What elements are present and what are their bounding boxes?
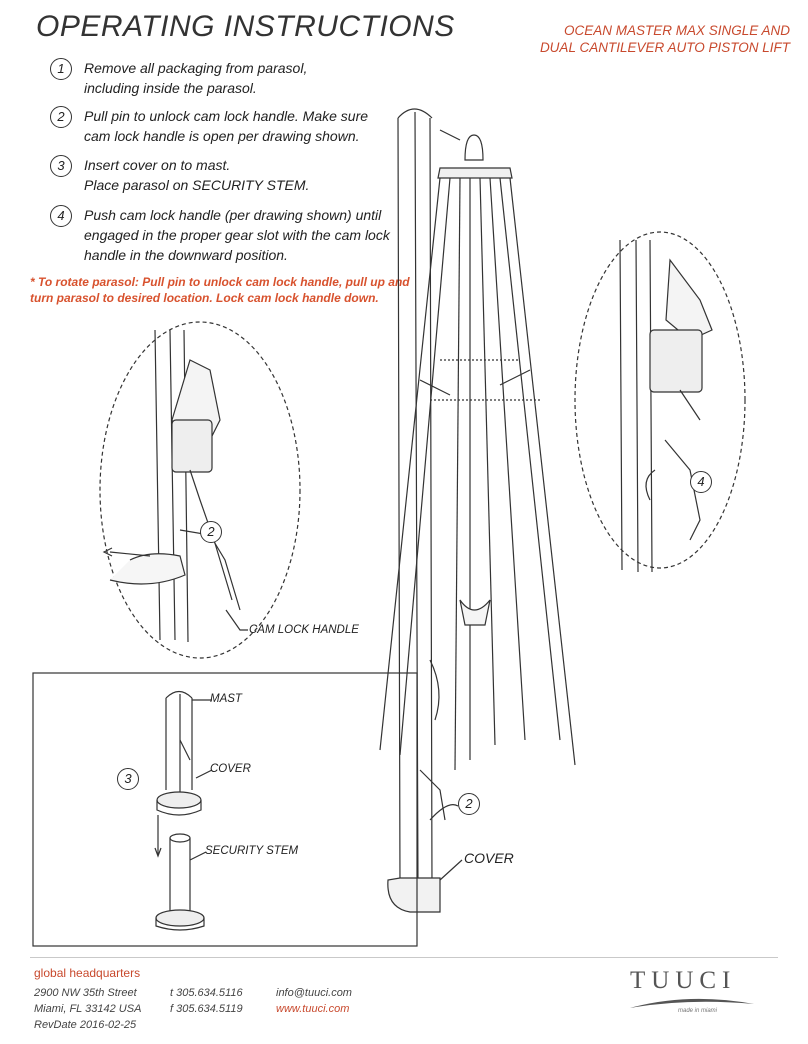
step-text: Remove all packaging from parasol, inclu…	[84, 58, 307, 98]
phone-number: t 305.634.5116	[170, 987, 243, 999]
step-line: cam lock handle is open per drawing show…	[84, 128, 360, 144]
subtitle-line-2: DUAL CANTILEVER AUTO PISTON LIFT	[539, 40, 790, 55]
footer-divider	[30, 957, 778, 958]
tuuci-logo: TUUCI	[630, 967, 737, 994]
logo-tagline: made in miami	[678, 1008, 718, 1014]
step-number: 3	[50, 155, 72, 177]
logo-swoosh-icon	[630, 998, 754, 1008]
cam-lock-handle-label: CAM LOCK HANDLE	[249, 624, 359, 636]
email-link[interactable]: info@tuuci.com	[276, 987, 352, 999]
fax-number: f 305.634.5119	[170, 1003, 243, 1015]
step-line: Remove all packaging from parasol,	[84, 60, 308, 76]
product-subtitle: OCEAN MASTER MAX SINGLE AND DUAL CANTILE…	[540, 22, 790, 56]
step-line: Insert cover on to mast.	[84, 157, 231, 173]
assembly-illustration	[32, 108, 746, 947]
note-line: * To rotate parasol: Pull pin to unlock …	[30, 275, 410, 289]
cover-label-main: COVER	[464, 850, 514, 866]
callout-2-detail: 2	[200, 521, 222, 543]
footer-phone: t 305.634.5116 f 305.634.5119	[170, 985, 243, 1017]
website-link[interactable]: www.tuuci.com	[276, 1003, 350, 1015]
subtitle-line-1: OCEAN MASTER MAX SINGLE AND	[563, 23, 790, 38]
mast-label: MAST	[210, 693, 242, 705]
revision-date: RevDate 2016-02-25	[34, 1019, 137, 1031]
hq-label: global headquarters	[34, 966, 141, 980]
cover-stem-inset	[32, 672, 418, 947]
page-title: OPERATING INSTRUCTIONS	[36, 10, 455, 43]
cam-lock-engaged-detail	[574, 231, 746, 573]
parasol-main	[379, 108, 576, 913]
security-stem-label: SECURITY STEM	[205, 845, 299, 857]
step-line: handle in the downward position.	[84, 247, 288, 263]
callout-2-main: 2	[458, 793, 480, 815]
callout-4-detail: 4	[690, 471, 712, 493]
footer-contact: info@tuuci.com www.tuuci.com	[276, 985, 352, 1017]
address-line: 2900 NW 35th Street	[34, 987, 137, 999]
step-line: Pull pin to unlock cam lock handle. Make…	[84, 108, 369, 124]
step-line: including inside the parasol.	[84, 80, 257, 96]
step-text: Push cam lock handle (per drawing shown)…	[84, 205, 390, 265]
step-number: 2	[50, 106, 72, 128]
rotate-note: * To rotate parasol: Pull pin to unlock …	[30, 274, 410, 306]
step-line: Place parasol on SECURITY STEM.	[84, 177, 310, 193]
step-number: 4	[50, 205, 72, 227]
footer-address: 2900 NW 35th Street Miami, FL 33142 USA …	[34, 985, 141, 1033]
step-text: Pull pin to unlock cam lock handle. Make…	[84, 106, 368, 146]
callout-3-inset: 3	[117, 768, 139, 790]
address-line: Miami, FL 33142 USA	[34, 1003, 142, 1015]
step-number: 1	[50, 58, 72, 80]
cam-lock-detail	[99, 321, 301, 659]
step-line: Push cam lock handle (per drawing shown)…	[84, 207, 382, 223]
step-text: Insert cover on to mast. Place parasol o…	[84, 155, 309, 195]
note-line: turn parasol to desired location. Lock c…	[30, 291, 379, 305]
cover-label-inset: COVER	[210, 763, 251, 775]
step-line: engaged in the proper gear slot with the…	[84, 227, 390, 243]
